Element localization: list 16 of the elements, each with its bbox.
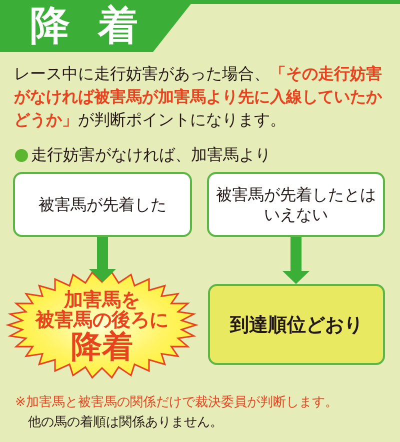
footnote: 他の馬の着順は関係ありません。 [28, 414, 223, 432]
result-text: 到達順位どおり [230, 314, 363, 336]
arrow [89, 237, 116, 282]
outcome-box [207, 172, 385, 237]
starburst-callout [7, 271, 197, 379]
outcome-text: 被害馬が先着した [38, 194, 166, 214]
callout-text: 加害馬を被害馬の後ろに [36, 290, 168, 330]
outcome-text: 被害馬が先着したとはいえない [215, 184, 377, 224]
title: 降着 [30, 4, 138, 48]
intro-paragraph: レース中に走行妨害があった場合、「その走行妨害がなければ被害馬が加害馬より先に入線していたかどうか」が判断ポイントになります。 [14, 63, 383, 131]
subheading: 走行妨害がなければ、加害馬より [31, 145, 271, 165]
footnote: ※加害馬と被害馬の関係だけで裁決委員が判断します。 [15, 394, 338, 412]
arrow [282, 237, 310, 284]
result-box [208, 284, 385, 365]
callout-emphasis: 降着 [71, 330, 133, 364]
outcome-box [13, 172, 192, 237]
